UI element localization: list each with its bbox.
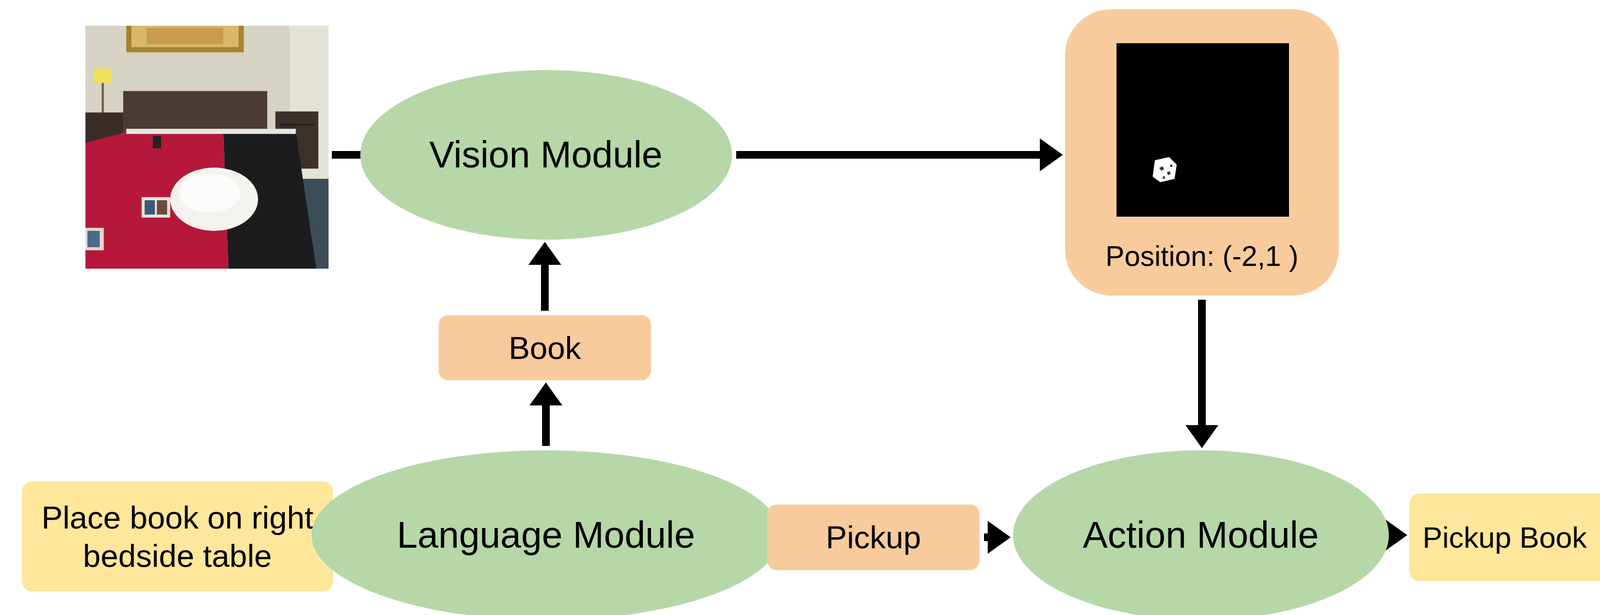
segmentation-mask (1116, 43, 1289, 217)
module-label: Language Module (396, 513, 695, 558)
box-label: Place book on right bedside table (30, 498, 325, 575)
arrow-shaft (735, 151, 1043, 159)
box-label: Book (508, 329, 581, 368)
flow-arrow (529, 382, 563, 447)
arrow-head (1039, 138, 1063, 172)
box-label: Position: (-2,1 ) (1105, 239, 1299, 274)
flow-arrow (983, 521, 1011, 555)
box-label: Pickup (825, 518, 922, 557)
flow-arrow (735, 138, 1063, 172)
module-label: Action Module (1083, 513, 1320, 558)
arrow-shaft (540, 262, 549, 312)
output-panel: Position: (-2,1 ) (1065, 9, 1339, 296)
token-box: Book (438, 315, 652, 381)
instruction-box: Place book on right bedside table (21, 481, 333, 592)
token-box: Pickup (767, 504, 980, 571)
box-label: Pickup Book (1422, 520, 1587, 556)
arrow-head (987, 521, 1011, 555)
flow-arrow (528, 242, 562, 312)
output-box: Pickup Book (1409, 493, 1600, 582)
module-ellipse: Vision Module (360, 70, 733, 240)
arrow-shaft (1198, 300, 1206, 428)
arrow-head (528, 242, 562, 266)
flow-arrow (1185, 300, 1219, 449)
arrow-shaft (542, 403, 550, 447)
module-ellipse: Action Module (1013, 450, 1389, 615)
arrow-head (1185, 425, 1219, 449)
arrow-head (529, 382, 563, 406)
module-ellipse: Language Module (311, 450, 781, 615)
module-label: Vision Module (429, 132, 663, 178)
